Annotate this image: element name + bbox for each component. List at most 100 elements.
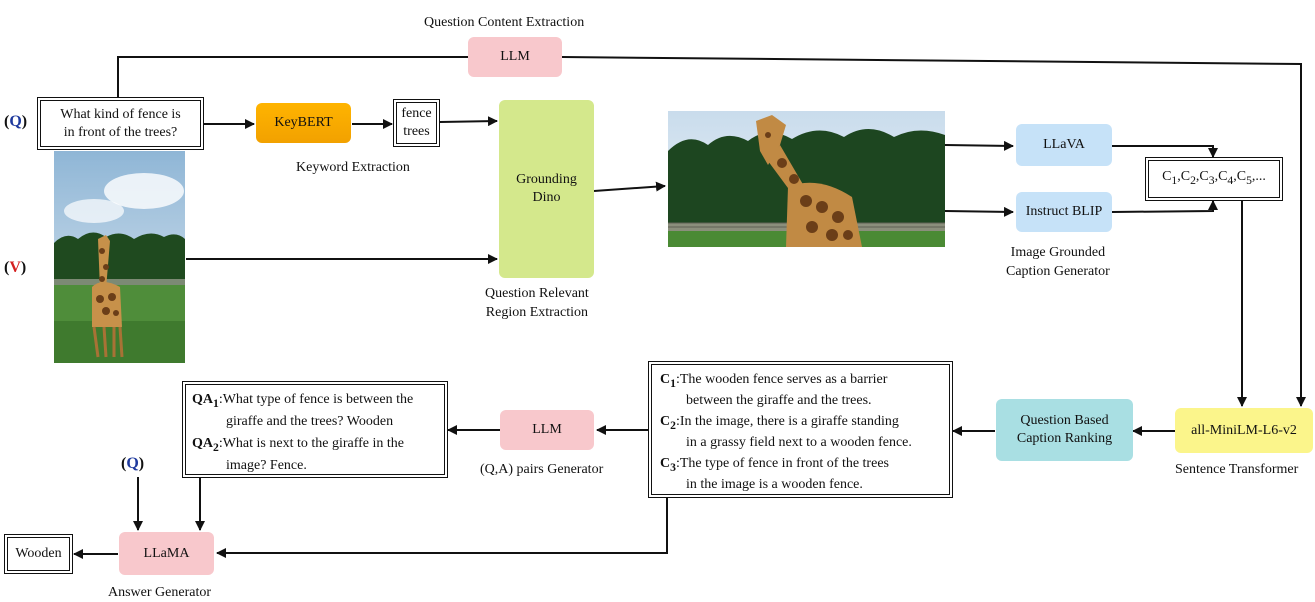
llama-label: LLaMA (143, 545, 190, 561)
content-extraction-caption: Question Content Extraction (424, 15, 585, 30)
caption-ranking-line-1: Question Based (1020, 413, 1109, 428)
arrow-keywords-to-grounding (439, 116, 498, 127)
llava-box: LLaVA (1016, 124, 1112, 166)
grounding-label-line-2: Dino (532, 190, 561, 205)
caption-term-sep-5: ,... (1251, 169, 1266, 185)
caption-set-text: C1,C2,C3,C4,C5,... (1162, 168, 1266, 190)
qa-generator-caption: (Q,A) pairs Generator (480, 462, 604, 477)
question-text-line-2: in front of the trees? (63, 124, 178, 140)
caption-set-box: C1,C2,C3,C4,C5,... (1145, 157, 1283, 201)
video-tag-open: ( (4, 259, 10, 276)
caption-generator-line-1: Image Grounded (1010, 245, 1106, 260)
video-frame-image (54, 151, 185, 363)
question-tag-letter: Q (9, 113, 22, 130)
ranked-caption-text-line-1: :The type of fence in front of the trees (675, 456, 889, 471)
ranked-caption-text-line-1: :In the image, there is a giraffe standi… (675, 414, 899, 429)
sentence-transformer-box: all-MiniLM-L6-v2 (1175, 408, 1313, 453)
relevant-region-image (668, 111, 945, 247)
caption-term-1: C (1162, 169, 1172, 185)
caption-generator-line-2: Caption Generator (1006, 264, 1110, 279)
instruct-blip-box: Instruct BLIP (1016, 192, 1112, 232)
sentence-transformer-caption: Sentence Transformer (1175, 462, 1299, 477)
answer-question-tag: (Q) (121, 455, 144, 473)
caption-term-index-5: 5 (1246, 173, 1252, 187)
answer-box: Wooden (4, 534, 73, 574)
caption-term-sep-1: , (1177, 169, 1181, 185)
caption-term-4: C (1218, 169, 1228, 185)
ranked-caption-2: C2:In the image, there is a giraffe stan… (660, 411, 899, 437)
ranked-caption-1: C1:The wooden fence serves as a barrier (660, 369, 887, 395)
arrow-region-to-blip (944, 206, 1014, 217)
caption-term-index-4: 4 (1227, 173, 1234, 187)
caption-term-sep-2: , (1195, 169, 1200, 185)
qa-pair-text-line-2: image? Fence. (226, 458, 307, 473)
keywords-box: fence trees (393, 99, 440, 147)
arrow-blip-to-captions (1111, 200, 1218, 213)
arrow-content-llm-to-transformer (561, 56, 1306, 407)
region-extraction-caption: Question Relevant Region Extraction (485, 284, 589, 322)
answer-question-tag-close: ) (138, 455, 145, 472)
caption-term-5: C (1236, 169, 1247, 185)
llava-label: LLaVA (1043, 137, 1085, 152)
content-llm-label: LLM (500, 49, 530, 64)
sentence-transformer-label: all-MiniLM-L6-v2 (1191, 422, 1297, 438)
ranked-caption-3: C3:The type of fence in front of the tre… (660, 453, 889, 479)
qa-pair-label-2: QA (192, 436, 213, 451)
question-tag-open: ( (4, 113, 10, 130)
qa-pair-text-line-1: :What type of fence is between the (218, 392, 414, 407)
content-llm-box: LLM (468, 37, 562, 77)
question-tag: (Q) (4, 113, 27, 131)
qa-pair-index-2: 2 (213, 440, 219, 454)
caption-term-index-2: 2 (1190, 173, 1196, 187)
answer-text: Wooden (15, 546, 62, 561)
ranked-caption-text-line-1: :The wooden fence serves as a barrier (675, 372, 888, 387)
answer-generator-caption: Answer Generator (108, 585, 212, 600)
answer-question-tag-letter: Q (126, 455, 139, 472)
grounding-label-line-1: Grounding (516, 172, 577, 187)
keyword-fence: fence (401, 106, 432, 121)
keybert-label: KeyBERT (274, 115, 333, 130)
caption-term-sep-3: , (1214, 169, 1219, 185)
ranked-caption-index-3: 3 (670, 460, 676, 474)
question-box: What kind of fence is in front of the tr… (37, 97, 204, 150)
answer-question-tag-open: ( (121, 455, 127, 472)
grounding-dino-box: Grounding Dino (499, 100, 594, 278)
arrow-llava-to-captions (1112, 145, 1218, 158)
caption-term-index-3: 3 (1208, 173, 1215, 187)
video-tag-close: ) (20, 259, 27, 276)
qa-pair-label-1: QA (192, 392, 213, 407)
keybert-box: KeyBERT (256, 103, 351, 143)
llama-box: LLaMA (119, 532, 214, 575)
ranked-caption-index-1: 1 (670, 376, 676, 390)
arrow-question-to-content-llm (117, 56, 468, 98)
instruct-blip-label: Instruct BLIP (1025, 204, 1103, 219)
caption-ranking-line-2: Caption Ranking (1016, 431, 1113, 446)
ranked-caption-text-line-2: between the giraffe and the trees. (686, 393, 872, 408)
question-tag-close: ) (21, 113, 28, 130)
qa-llm-box: LLM (500, 410, 594, 450)
qa-llm-label: LLM (532, 422, 562, 437)
region-caption-line-1: Question Relevant (485, 286, 589, 301)
ranked-caption-label-1: C (660, 372, 671, 387)
caption-generator-caption: Image Grounded Caption Generator (1006, 243, 1110, 281)
caption-term-2: C (1180, 169, 1191, 185)
arrow-ranked-to-llama (216, 498, 668, 558)
ranked-caption-label-3: C (660, 456, 671, 471)
video-tag-letter: V (9, 259, 21, 276)
ranked-caption-text-line-2: in the image is a wooden fence. (686, 477, 863, 492)
qa-pair-text-line-2: giraffe and the trees? Wooden (226, 414, 394, 429)
keyword-extraction-caption: Keyword Extraction (296, 160, 410, 175)
ranked-caption-label-2: C (660, 414, 671, 429)
caption-ranking-box: Question Based Caption Ranking (996, 399, 1133, 461)
caption-term-3: C (1199, 169, 1209, 185)
qa-pair-2: QA2:What is next to the giraffe in the (192, 433, 404, 459)
caption-term-index-1: 1 (1171, 173, 1178, 187)
arrow-grounding-to-region (593, 181, 666, 192)
arrow-region-to-llava (944, 140, 1014, 151)
qa-pair-1: QA1:What type of fence is between the (192, 389, 413, 415)
ranked-caption-index-2: 2 (670, 418, 676, 432)
region-caption-line-2: Region Extraction (485, 305, 589, 320)
